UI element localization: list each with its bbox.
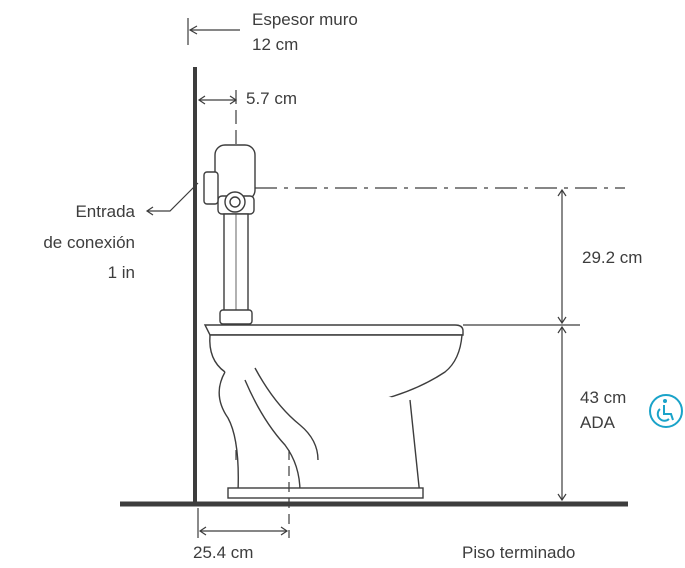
rough-in-dimension [197, 450, 290, 538]
valve-offset-dimension [197, 95, 238, 105]
wheelchair-accessibility-icon [649, 394, 683, 428]
rough-in-label: 25.4 cm [193, 543, 254, 562]
wall-thickness-title: Espesor muro [252, 10, 358, 29]
inlet-label-line1: Entrada [75, 202, 135, 221]
wall-thickness-value: 12 cm [252, 35, 299, 54]
finished-floor-label: Piso terminado [462, 543, 576, 562]
inlet-label-line2: de conexión [43, 233, 135, 252]
inlet-leader [145, 182, 199, 216]
wall-thickness-dimension [187, 18, 240, 45]
seat-height-value: 43 cm [580, 388, 627, 407]
toilet-bowl [203, 324, 464, 499]
valve-height-label: 29.2 cm [582, 248, 643, 267]
seat-height-standard: ADA [580, 413, 615, 432]
seat-height-dimension [557, 325, 567, 502]
valve-height-dimension [557, 188, 567, 325]
flush-valve [203, 144, 256, 325]
valve-offset-label: 5.7 cm [246, 89, 298, 108]
inlet-label-line3: 1 in [107, 263, 135, 282]
